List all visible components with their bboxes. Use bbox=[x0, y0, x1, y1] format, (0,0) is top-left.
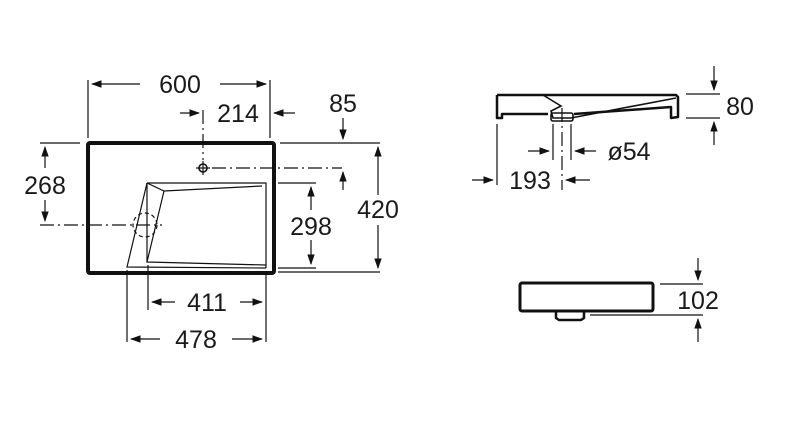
bowl-shape bbox=[126, 182, 267, 269]
tap-hole-icon bbox=[196, 161, 210, 175]
dim-85: 85 bbox=[329, 90, 357, 118]
dim-193: 193 bbox=[509, 167, 551, 195]
front-view: 102 bbox=[518, 258, 719, 342]
waste-outlet-icon bbox=[554, 312, 586, 322]
dim-dia54: ø54 bbox=[607, 138, 650, 166]
dim-102: 102 bbox=[677, 287, 719, 315]
dim-268: 268 bbox=[24, 172, 66, 200]
side-view: 80 ø54 193 bbox=[472, 66, 754, 195]
dim-478: 478 bbox=[175, 326, 217, 354]
dim-411: 411 bbox=[187, 289, 227, 317]
dim-298: 298 bbox=[290, 213, 332, 241]
waste-hidden-icon bbox=[132, 212, 158, 238]
dim-420: 420 bbox=[357, 196, 399, 224]
dim-214: 214 bbox=[217, 100, 259, 128]
dim-600: 600 bbox=[159, 71, 201, 99]
top-view: 600 214 85 268 298 420 411 bbox=[24, 71, 399, 354]
dim-80: 80 bbox=[726, 93, 754, 121]
basin-outline bbox=[86, 141, 276, 275]
